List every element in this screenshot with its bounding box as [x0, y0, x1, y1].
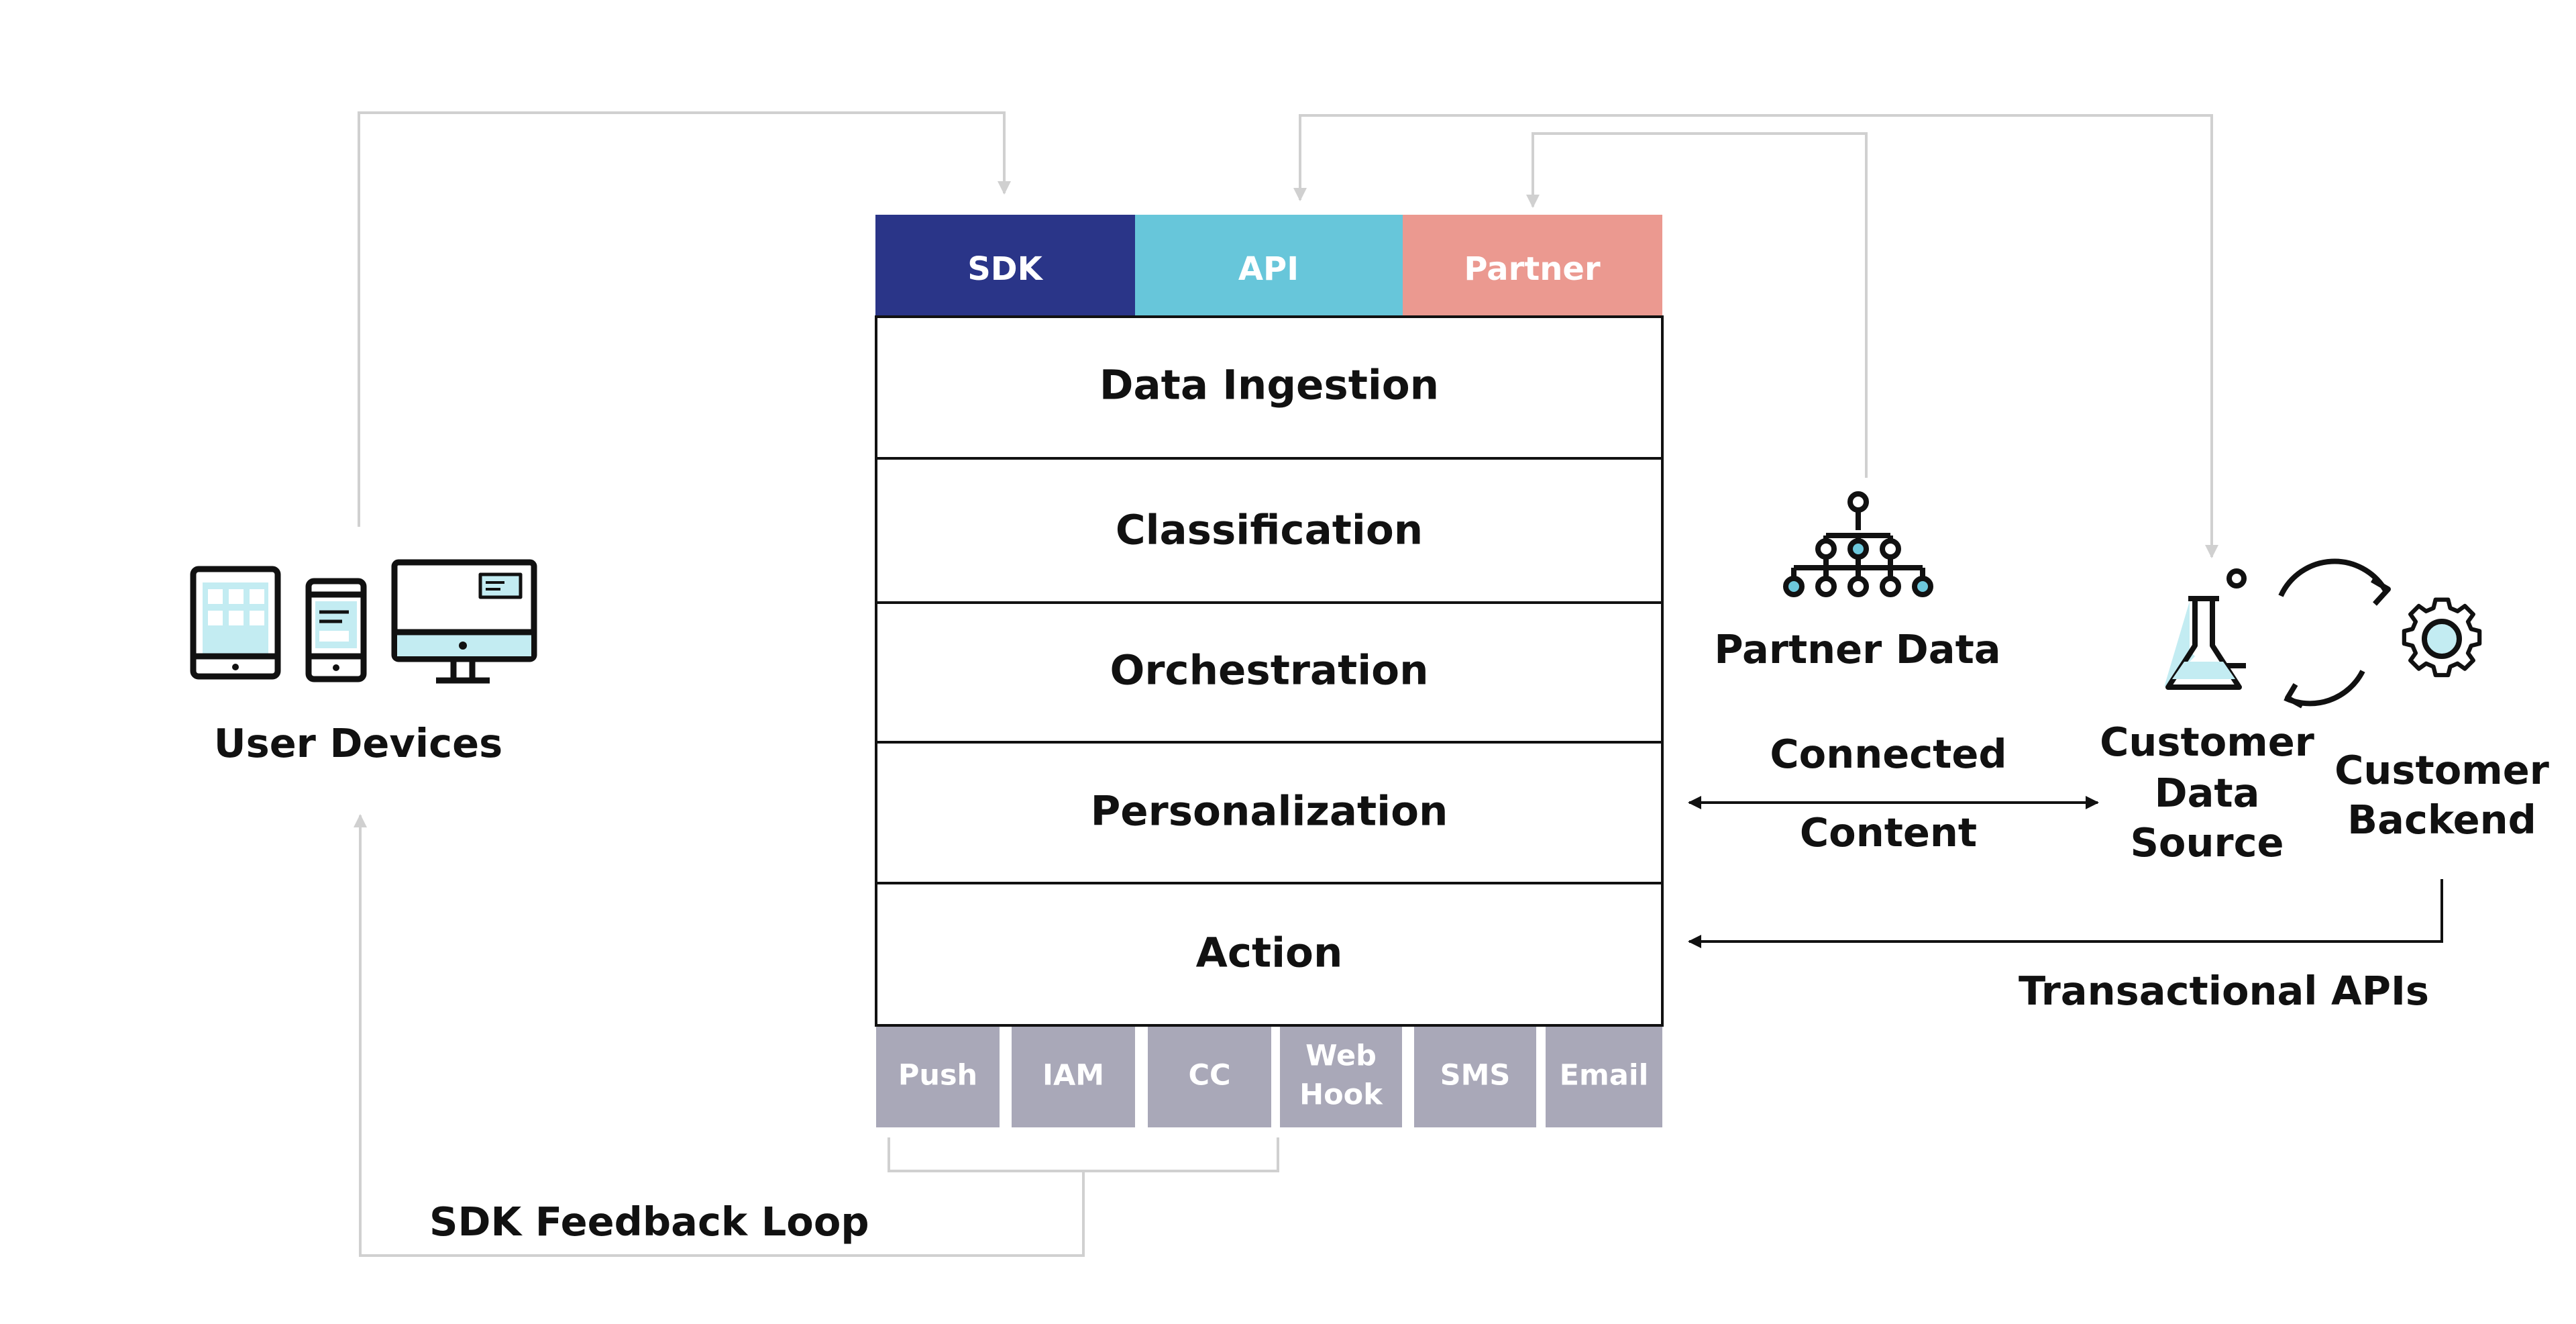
customer-backend-label: Backend	[2347, 797, 2536, 843]
channel-iam	[1012, 1027, 1135, 1127]
layer-label: Classification	[1116, 507, 1423, 554]
channel-sms	[1414, 1027, 1536, 1127]
partner-header-cell	[1403, 215, 1662, 317]
layer-label: Data Ingestion	[1099, 362, 1439, 409]
devices-icon	[190, 559, 537, 684]
channel-label: Hook	[1299, 1078, 1383, 1112]
partner-label: Partner	[1464, 250, 1601, 288]
channel-webhook	[1280, 1027, 1402, 1127]
channel-label: Email	[1560, 1059, 1649, 1092]
customer-data-source-label: Source	[2130, 819, 2284, 866]
transactional-apis-arrow	[1688, 879, 2443, 948]
sdk-label: SDK	[967, 250, 1043, 288]
layer-personalization	[875, 741, 1664, 884]
layer-data-ingestion	[875, 315, 1664, 460]
layer-action	[875, 882, 1664, 1027]
channel-email	[1546, 1027, 1662, 1127]
sdk-header-cell	[875, 215, 1135, 317]
customer-source-to-api-connector	[1299, 114, 2213, 557]
channel-label: CC	[1188, 1059, 1230, 1092]
gear-cycle-icon	[2278, 558, 2482, 709]
feedback-loop-connector	[354, 814, 1085, 1257]
layer-label: Orchestration	[1110, 647, 1428, 695]
channel-cc	[1148, 1027, 1271, 1127]
layer-label: Action	[1196, 929, 1343, 977]
transactional-apis-label: Transactional APIs	[2019, 968, 2429, 1014]
connected-label: Connected	[1770, 731, 2006, 777]
channel-label: Push	[898, 1059, 977, 1092]
channel-label: Web	[1305, 1039, 1377, 1073]
layer-label: Personalization	[1091, 788, 1448, 835]
hierarchy-icon	[1783, 491, 1933, 597]
content-label: Content	[1800, 809, 1977, 856]
customer-backend-label: Customer	[2334, 747, 2549, 793]
api-header-cell	[1135, 215, 1403, 317]
channel-label: SMS	[1440, 1059, 1511, 1092]
channel-push	[876, 1027, 1000, 1127]
devices-to-sdk-connector	[358, 111, 1011, 527]
api-label: API	[1238, 250, 1299, 288]
channel-bracket	[888, 1137, 1279, 1172]
partner-data-label: Partner Data	[1714, 626, 2000, 672]
partner-data-to-partner-connector	[1526, 132, 1868, 478]
customer-data-source-label: Customer	[2100, 719, 2314, 765]
customer-data-source-label: Data	[2155, 770, 2260, 816]
channel-label: IAM	[1042, 1059, 1104, 1092]
user-devices-label: User Devices	[214, 720, 502, 766]
flask-icon	[2164, 568, 2247, 690]
sdk-feedback-loop-label: SDK Feedback Loop	[429, 1199, 869, 1245]
